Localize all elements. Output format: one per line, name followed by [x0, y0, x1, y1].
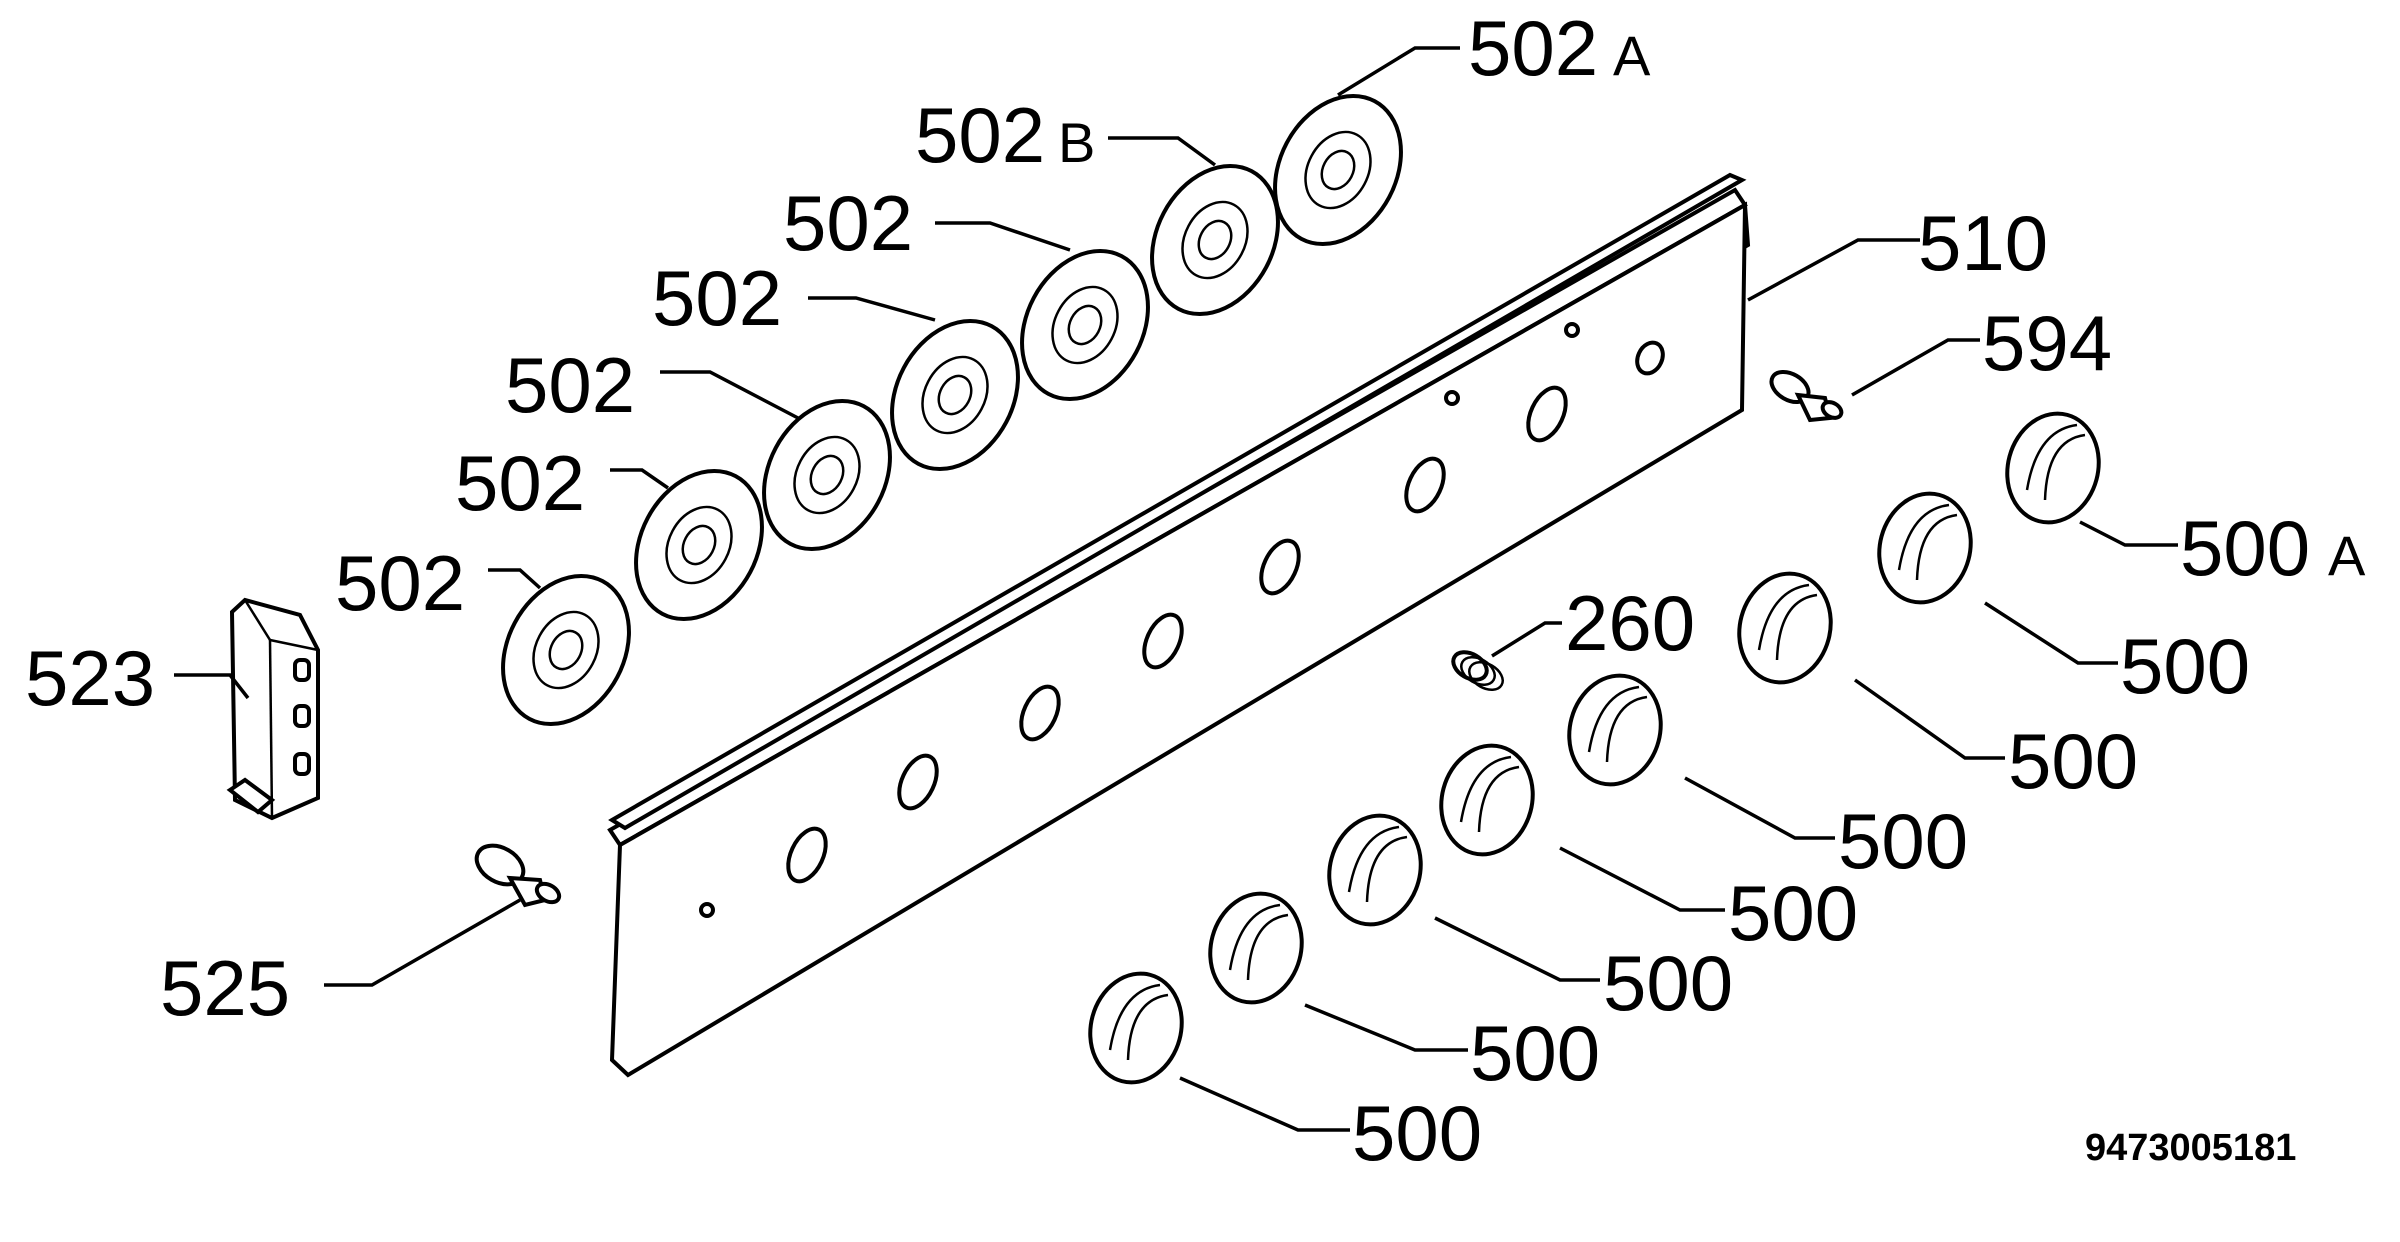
- panel-holes: [699, 322, 1665, 918]
- label-500-7: 500: [2120, 622, 2250, 710]
- knob-500-5: [1567, 673, 1663, 787]
- control-panel-510: [607, 172, 1751, 1078]
- label-502-3: 502: [505, 341, 635, 429]
- bezel-502-3: [762, 398, 892, 552]
- spring-260: [1451, 650, 1504, 691]
- leader-lines: [174, 46, 2178, 1132]
- bezel-502-2: [634, 468, 764, 622]
- pin-525: [474, 843, 562, 908]
- label-500A-suffix: A: [2328, 524, 2366, 587]
- label-500-4: 500: [1728, 869, 1858, 957]
- knob-500-1: [1088, 971, 1184, 1085]
- bezel-502-1: [501, 573, 631, 727]
- label-500-1: 500: [1352, 1089, 1482, 1177]
- pin-594: [1769, 369, 1844, 423]
- label-502B-suffix: B: [1058, 111, 1095, 174]
- bezel-502-5: [1020, 248, 1150, 402]
- label-502-2: 502: [455, 439, 585, 527]
- label-500-6: 500: [2008, 717, 2138, 805]
- label-260: 260: [1565, 579, 1695, 667]
- knob-500A: [2005, 411, 2101, 525]
- label-502B: 502: [915, 91, 1045, 179]
- label-502-5: 502: [783, 179, 913, 267]
- knob-500-7: [1877, 491, 1973, 605]
- bezel-502-4: [890, 318, 1020, 472]
- document-number: 9473005181: [2085, 1127, 2296, 1169]
- label-523: 523: [25, 634, 155, 722]
- label-500-2: 500: [1470, 1009, 1600, 1097]
- label-500A: 500: [2180, 504, 2310, 592]
- label-500-5: 500: [1838, 797, 1968, 885]
- bezel-502A: [1273, 93, 1403, 247]
- label-500-3: 500: [1603, 939, 1733, 1027]
- knob-500-3: [1327, 813, 1423, 927]
- label-525: 525: [160, 944, 290, 1032]
- label-594: 594: [1982, 299, 2112, 387]
- label-510: 510: [1918, 199, 2048, 287]
- control-knobs-500: [1088, 411, 2101, 1085]
- label-502-1: 502: [335, 539, 465, 627]
- label-502-4: 502: [652, 254, 782, 342]
- bracket-523: [226, 597, 320, 821]
- label-502A: 502: [1468, 4, 1598, 92]
- knob-500-2: [1208, 891, 1304, 1005]
- knob-500-4: [1439, 743, 1535, 857]
- bezel-502B: [1150, 163, 1280, 317]
- knob-bezels-502: [501, 93, 1403, 727]
- callout-labels: 502 A 502 B 502 502 502 502 502 510 594 …: [25, 4, 2366, 1177]
- knob-500-6: [1737, 571, 1833, 685]
- label-502A-suffix: A: [1613, 24, 1651, 87]
